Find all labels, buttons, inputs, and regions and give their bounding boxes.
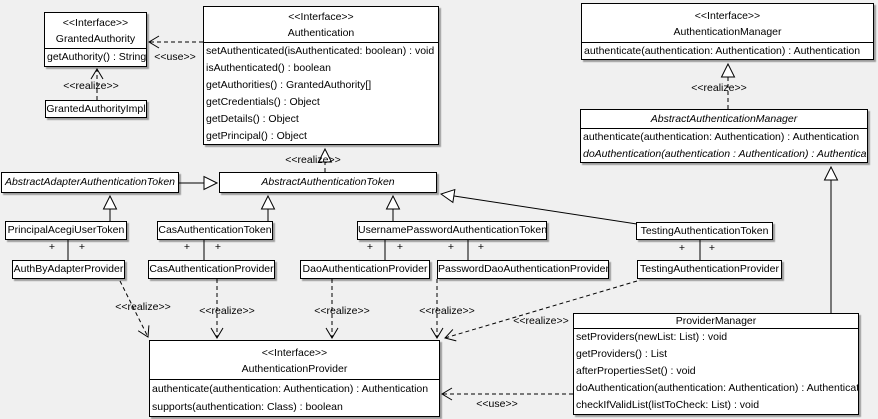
class-authentication-manager: <<Interface>> AuthenticationManager auth… (581, 3, 874, 60)
association-end-plus: + (678, 242, 686, 254)
use-label: <<use>> (154, 51, 196, 63)
class-name: AuthenticationProvider (241, 363, 348, 375)
generalization-testing-token-to-abstract-token (439, 188, 638, 225)
class-name: AbstractAuthenticationToken (261, 176, 395, 188)
class-name: TestingAuthenticationProvider (640, 263, 779, 275)
class-password-dao-authentication-provider: PasswordDaoAuthenticationProvider (437, 260, 609, 279)
class-name: AbstractAdapterAuthenticationToken (4, 176, 176, 188)
method: afterPropertiesSet() : void (576, 365, 696, 377)
realize-label: <<realize>> (419, 305, 475, 317)
stereotype-label: <<Interface>> (694, 10, 761, 22)
class-dao-authentication-provider: DaoAuthenticationProvider (300, 260, 430, 279)
class-header: <<Interface>> AuthenticationProvider (150, 341, 439, 379)
class-name: TestingAuthenticationToken (640, 225, 769, 237)
class-authentication-provider: <<Interface>> AuthenticationProvider aut… (149, 340, 440, 417)
method-compartment: setAuthenticated(isAuthenticated: boolea… (204, 42, 438, 145)
association-end-plus: + (447, 241, 455, 253)
realize-label: <<realize>> (691, 82, 747, 94)
class-header: <<Interface>> Authentication (204, 7, 438, 42)
class-abstract-authentication-manager: AbstractAuthenticationManager authentica… (580, 109, 868, 163)
class-name: GrantedAuthority (55, 33, 136, 45)
method: supports(authentication: Class) : boolea… (152, 401, 343, 413)
class-name: AuthenticationManager (673, 26, 782, 38)
method-abstract: doAuthentication(authentication : Authen… (583, 148, 867, 160)
class-granted-authority-impl: GrantedAuthorityImpl (45, 100, 147, 118)
class-name: PasswordDaoAuthenticationProvider (438, 263, 608, 275)
realize-label: <<realize>> (513, 315, 569, 327)
method: doAuthentication(authentication: Authent… (576, 382, 858, 394)
method: getPrincipal() : Object (206, 130, 307, 142)
method: checkIfValidList(listToCheck: List) : vo… (576, 399, 760, 411)
realize-label: <<realize>> (115, 301, 171, 313)
method: authenticate(authentication: Authenticat… (583, 131, 860, 143)
method: setAuthenticated(isAuthenticated: boolea… (206, 45, 435, 57)
method: getDetails() : Object (206, 113, 299, 125)
class-abstract-authentication-token: AbstractAuthenticationToken (219, 172, 437, 193)
class-testing-authentication-provider: TestingAuthenticationProvider (637, 260, 782, 279)
method: setProviders(newList: List) : void (576, 331, 728, 343)
class-auth-by-adapter-provider: AuthByAdapterProvider (12, 260, 125, 279)
class-name: CasAuthenticationToken (158, 224, 272, 236)
class-abstract-adapter-authentication-token: AbstractAdapterAuthenticationToken (1, 172, 179, 193)
class-principal-acegi-user-token: PrincipalAcegiUserToken (5, 221, 127, 240)
method-compartment: authenticate(authentication: Authenticat… (150, 379, 439, 416)
stereotype-label: <<Interface>> (62, 17, 129, 29)
stereotype-label: <<Interface>> (288, 11, 354, 23)
class-provider-manager: ProviderManager setProviders(newList: Li… (573, 313, 859, 415)
association-end-plus: + (78, 241, 86, 253)
method-compartment: authenticate(authentication: Authenticat… (581, 128, 867, 163)
association-end-plus: + (214, 241, 222, 253)
method: getAuthorities() : GrantedAuthority[] (206, 79, 372, 91)
class-header: <<Interface>> GrantedAuthority (45, 13, 146, 48)
class-username-password-authentication-token: UsernamePasswordAuthenticationToken (357, 221, 547, 240)
class-testing-authentication-token: TestingAuthenticationToken (636, 222, 773, 240)
class-cas-authentication-provider: CasAuthenticationProvider (148, 260, 275, 279)
method-compartment: setProviders(newList: List) : void getPr… (574, 328, 858, 414)
method: authenticate(authentication: Authenticat… (152, 383, 429, 395)
class-header: <<Interface>> AuthenticationManager (582, 4, 873, 42)
realize-label: <<realize>> (285, 154, 341, 166)
class-name: DaoAuthenticationProvider (302, 263, 428, 275)
method: authenticate(authentication: Authenticat… (584, 45, 861, 57)
class-cas-authentication-token: CasAuthenticationToken (157, 221, 273, 240)
class-authentication: <<Interface>> Authentication setAuthenti… (203, 6, 439, 145)
class-name: Authentication (287, 27, 355, 39)
class-name: ProviderManager (675, 315, 757, 327)
realize-label: <<realize>> (63, 80, 119, 92)
stereotype-label: <<Interface>> (261, 347, 328, 359)
method: getCredentials() : Object (206, 96, 320, 108)
association-end-plus: + (708, 242, 716, 254)
association-end-plus: + (48, 241, 56, 253)
realize-label: <<realize>> (314, 305, 370, 317)
class-name: AbstractAuthenticationManager (650, 113, 798, 125)
association-end-plus: + (366, 241, 374, 253)
class-name: AuthByAdapterProvider (13, 263, 124, 275)
method: getProviders() : List (576, 348, 668, 360)
use-label: <<use>> (476, 398, 518, 410)
class-name: GrantedAuthorityImpl (46, 103, 146, 115)
class-name: CasAuthenticationProvider (149, 263, 274, 275)
association-end-plus: + (183, 241, 191, 253)
class-name: PrincipalAcegiUserToken (7, 224, 125, 236)
method-compartment: getAuthority() : String (45, 48, 146, 66)
association-end-plus: + (477, 241, 485, 253)
class-name: UsernamePasswordAuthenticationToken (358, 224, 546, 236)
class-granted-authority: <<Interface>> GrantedAuthority getAuthor… (44, 12, 147, 67)
method: getAuthority() : String (47, 51, 146, 63)
association-end-plus: + (396, 241, 404, 253)
realize-label: <<realize>> (199, 305, 255, 317)
method: isAuthenticated() : boolean (206, 62, 331, 74)
method-compartment: authenticate(authentication: Authenticat… (582, 42, 873, 59)
